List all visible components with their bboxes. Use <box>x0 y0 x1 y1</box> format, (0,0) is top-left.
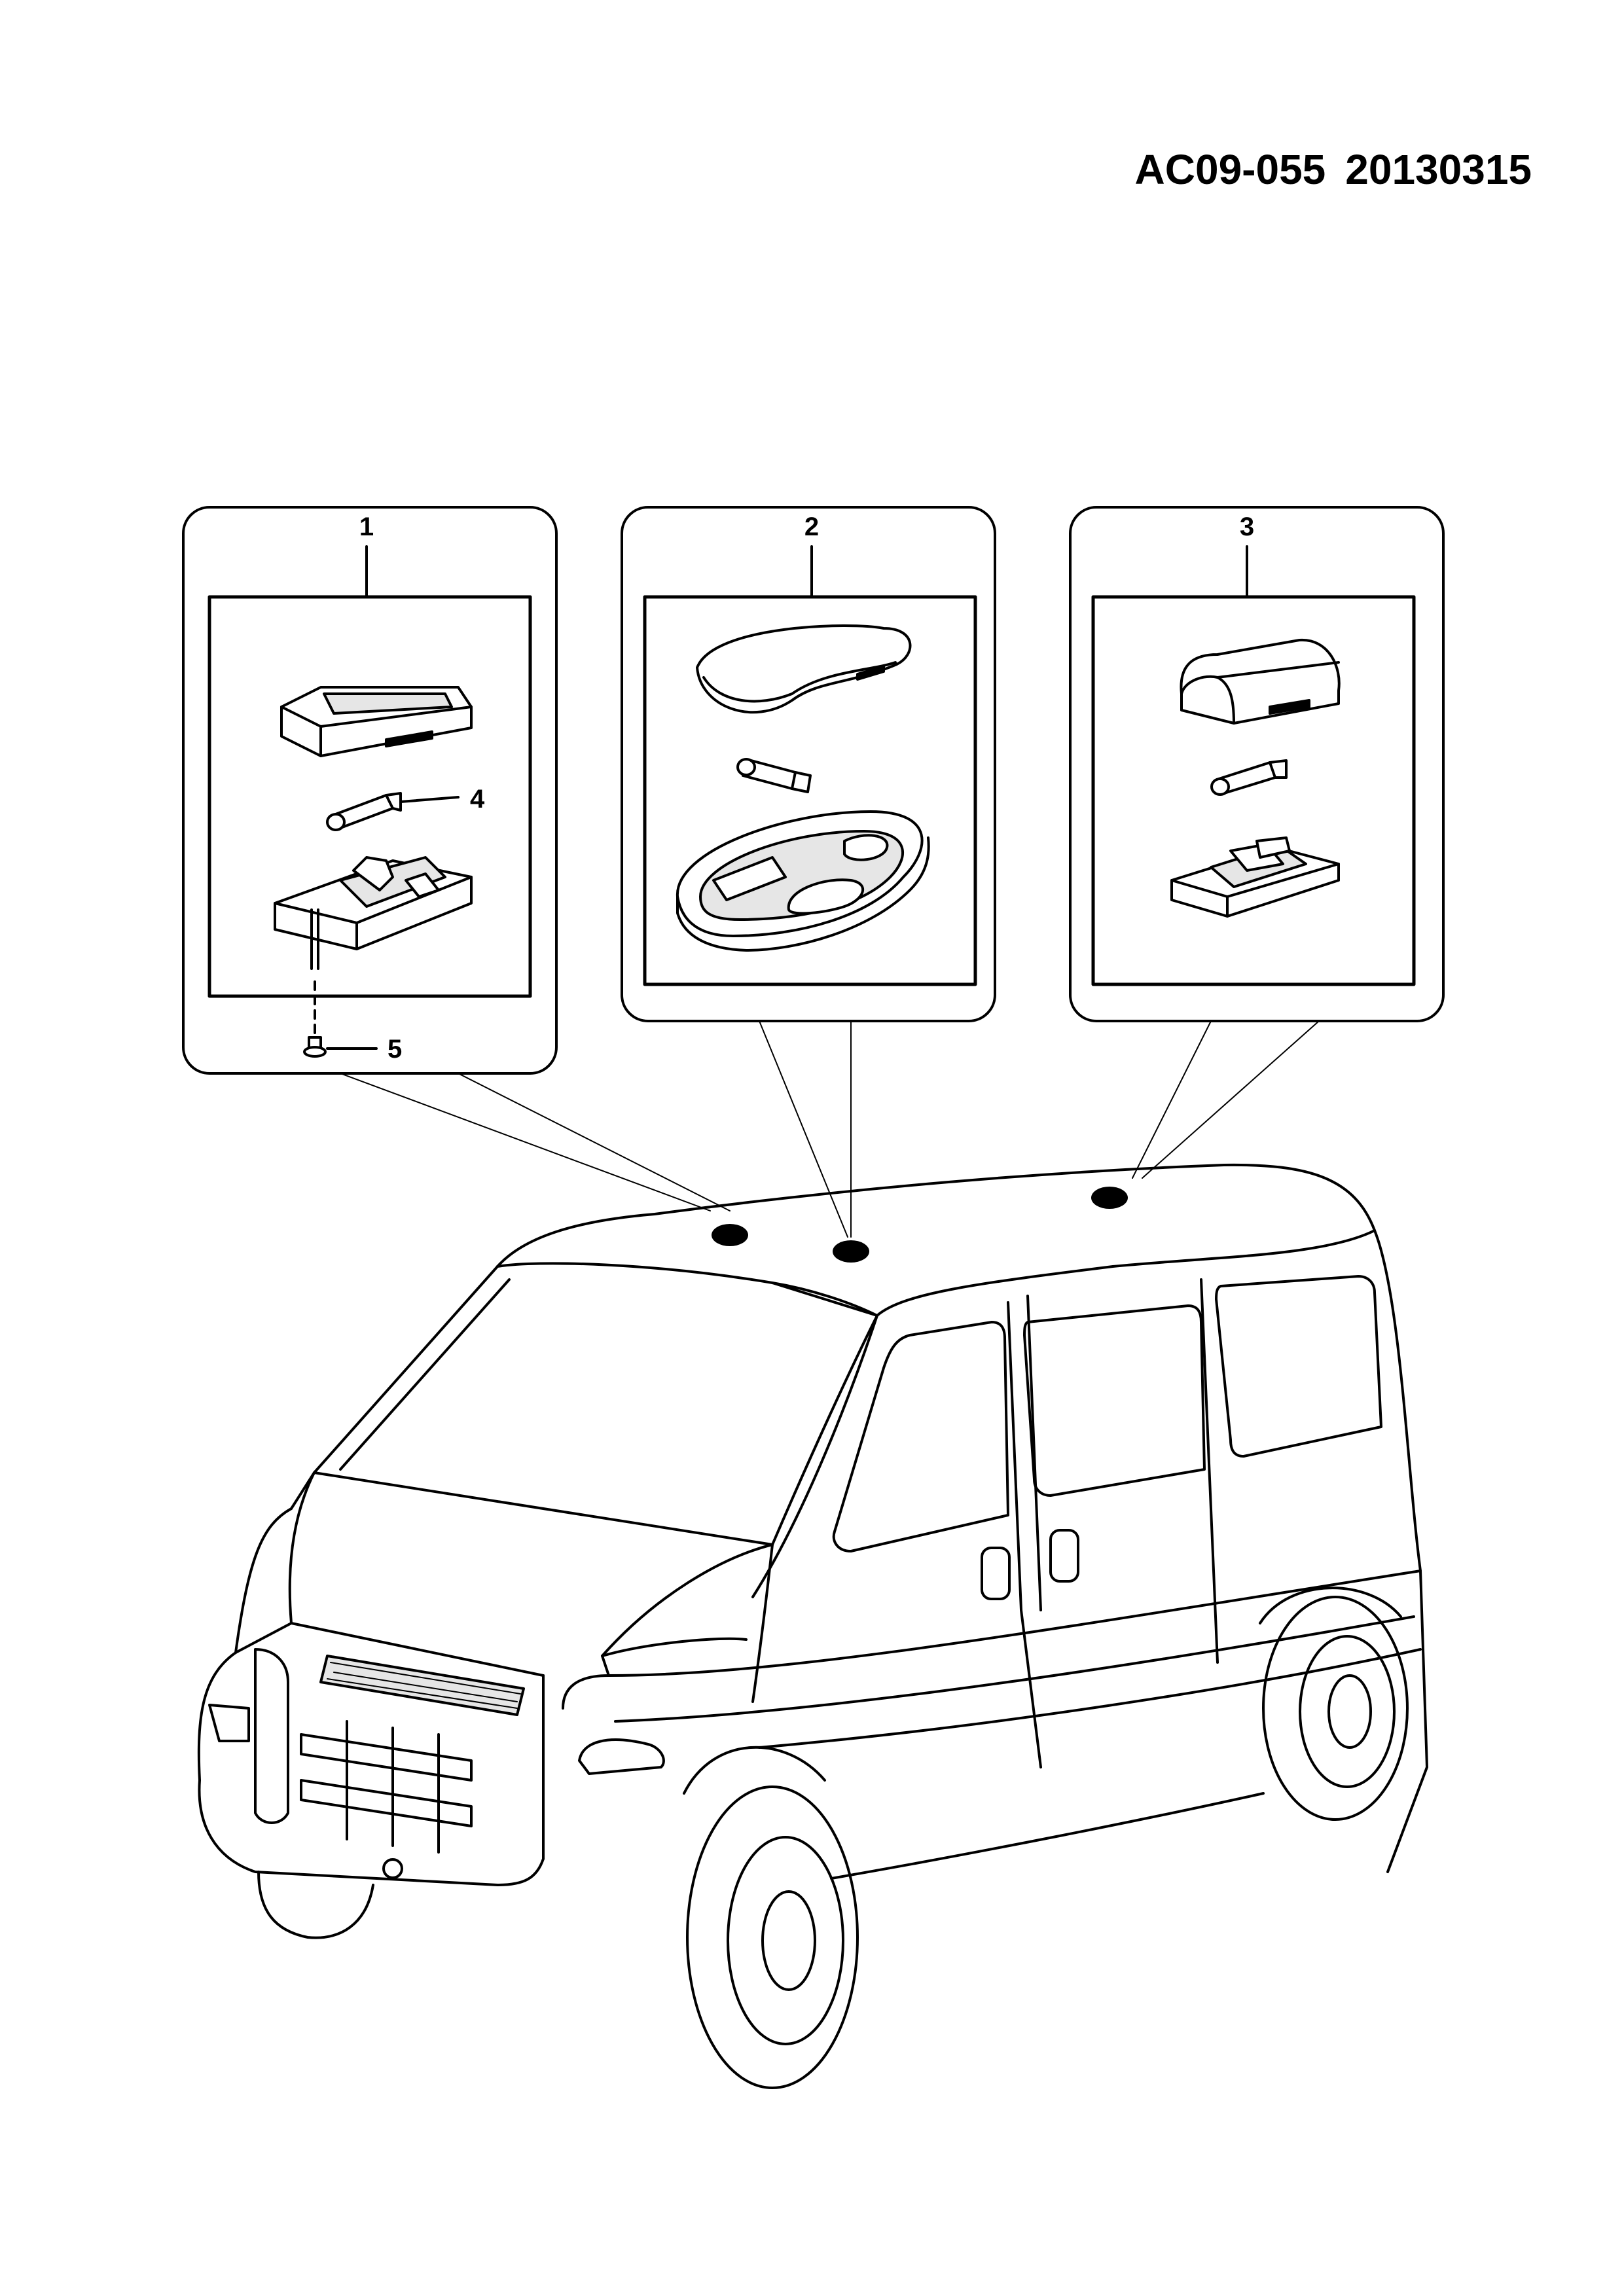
lamp-housing-2 <box>676 810 930 952</box>
lamp-cover-3 <box>1180 638 1341 725</box>
drawing-code: AC09-055 <box>1134 146 1326 193</box>
bulb-part-4 <box>326 792 460 831</box>
callout-1: 1 <box>359 512 374 541</box>
bulb-panel-2 <box>736 758 812 793</box>
leader-lines <box>340 1020 1320 1238</box>
date-code: 20130315 <box>1345 146 1532 193</box>
bulb-panel-3 <box>1210 759 1288 796</box>
callout-5: 5 <box>388 1035 402 1064</box>
drawing-code-header: AC09-055 20130315 <box>1047 145 1532 194</box>
screw-part-5 <box>303 1036 378 1058</box>
lamp-base-3 <box>1170 836 1340 918</box>
lamp-base-1 <box>274 856 473 1035</box>
callout-4: 4 <box>470 785 485 814</box>
detail-panel-3: 3 <box>1069 506 1445 1022</box>
van-illustration <box>197 1163 1428 2089</box>
lamp-cover-1 <box>280 686 473 757</box>
detail-panel-2: 2 <box>621 506 996 1022</box>
detail-panel-1: 1 4 5 <box>182 506 558 1075</box>
lamp-lens-2 <box>696 624 912 714</box>
callout-2: 2 <box>804 512 819 541</box>
callout-3: 3 <box>1240 512 1254 541</box>
